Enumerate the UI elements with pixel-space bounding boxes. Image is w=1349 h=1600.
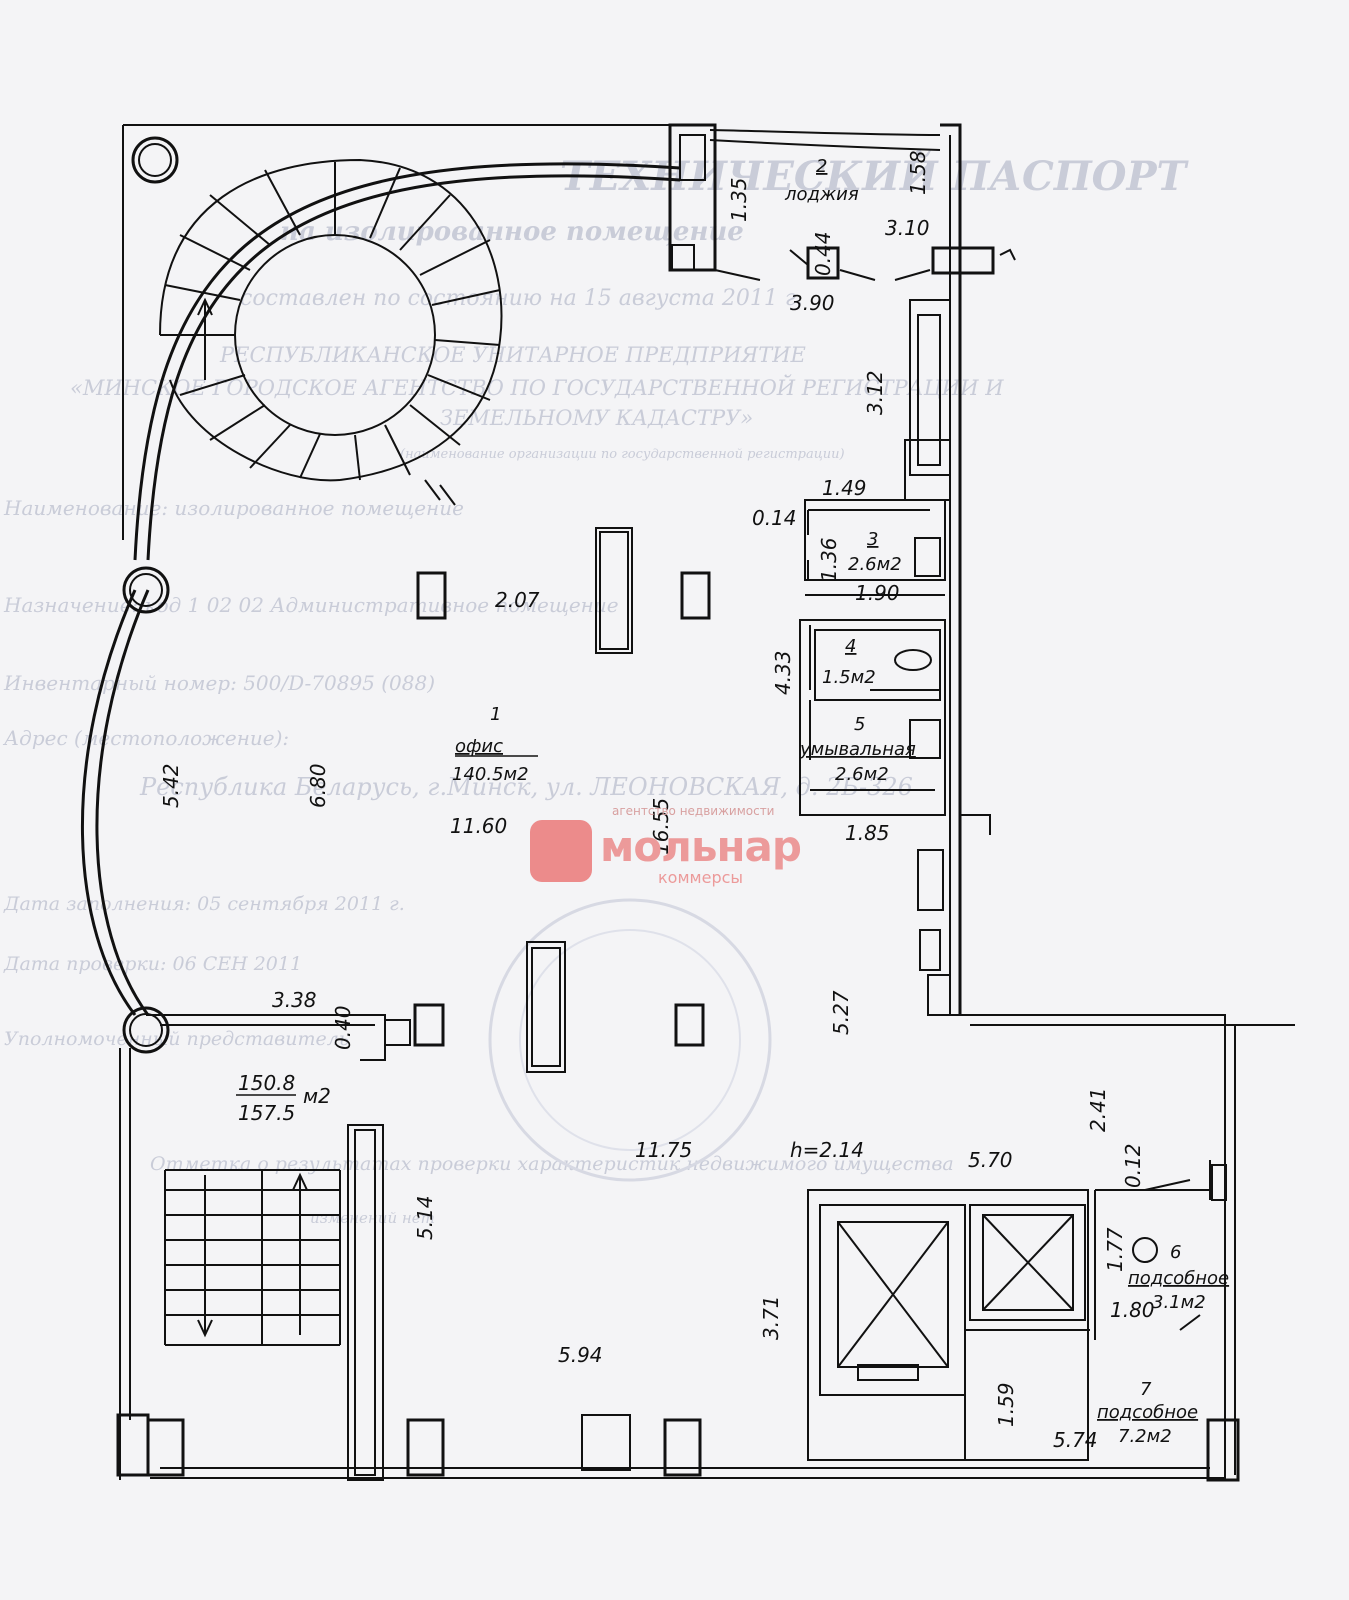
faded-line: Отметка о результатах проверки характери… [150,1153,954,1175]
faded-line: изменений нет [310,1209,435,1227]
total-area-net: 150.8 [238,1071,295,1095]
room-name: офис [455,736,503,757]
dim-label: 5.70 [968,1148,1013,1172]
dim-label: 1.36 [817,537,841,582]
faded-line: Наименование: изолированное помещение [3,496,464,520]
room-number: 4 [845,636,856,657]
dim-label: 5.42 [159,763,183,808]
faded-line: Инвентарный номер: 500/D-70895 (088) [3,671,435,695]
agency-watermark: агентство недвижимости мольнар коммерсы [530,804,820,888]
faded-line: составлен по состоянию на 15 августа 201… [240,286,803,311]
dim-label: 3.71 [759,1295,783,1340]
agency-logo-icon [530,820,592,882]
room-name: умывальная [799,739,916,760]
dim-label: 1.59 [994,1382,1018,1427]
room-labels: 2 лоджия 3 2.6м2 4 1.5м2 5 умывальная 2.… [236,156,1229,1447]
faded-line: Дата проверки: 06 СЕН 2011 [3,953,302,975]
faded-stamp [488,898,772,1182]
room-area: 3.1м2 [1152,1292,1206,1313]
faded-passport-text: ТЕХНИЧЕСКИЙ ПАСПОРТ на изолированное пом… [2,150,1190,1227]
room-name: подсобное [1128,1268,1229,1289]
dim-label: 5.27 [829,990,853,1035]
dim-label: h=2.14 [790,1138,864,1162]
faded-line: (наименование организации по государстве… [400,447,845,462]
dimension-labels: 1.35 1.58 3.10 0.44 3.90 3.12 1.49 0.14 … [159,150,1155,1452]
dim-label: 3.10 [885,216,930,240]
dim-label: 0.12 [1121,1143,1145,1188]
room-number: 5 [854,714,865,735]
dim-label: 1.77 [1103,1227,1127,1272]
dim-label: 5.14 [413,1195,437,1240]
faded-line: Уполномоченный представитель [4,1028,349,1050]
room-name: лоджия [784,184,859,205]
dim-label: 0.44 [811,231,835,276]
plan-linework [81,123,1295,1482]
faded-title: ТЕХНИЧЕСКИЙ ПАСПОРТ [560,150,1190,200]
faded-line: Дата заполнения: 05 сентября 2011 г. [3,893,405,915]
total-area-unit: м2 [303,1084,331,1108]
room-number: 3 [867,529,878,550]
faded-line: РЕСПУБЛИКАНСКОЕ УНИТАРНОЕ ПРЕДПРИЯТИЕ [219,343,806,367]
faded-line: «МИНСКОЕ ГОРОДСКОЕ АГЕНТСТВО ПО ГОСУДАРС… [70,375,1004,400]
faded-line: Республика Беларусь, г.Минск, ул. ЛЕОНОВ… [139,773,913,801]
dim-label: 11.60 [450,814,507,838]
dim-label: 2.07 [495,588,540,612]
room-number: 6 [1170,1242,1181,1263]
room-area: 2.6м2 [835,764,889,785]
dim-label: 3.12 [863,370,887,415]
room-number: 7 [1140,1379,1152,1400]
room-area: 2.6м2 [848,554,902,575]
faded-line: Назначение: код 1 02 02 Административное… [3,593,619,617]
dim-label: 16.55 [649,798,673,855]
dim-label: 11.75 [635,1138,692,1162]
dim-label: 3.90 [790,291,835,315]
watermark-brand: мольнар [600,822,802,871]
dim-label: 1.85 [845,821,890,845]
dim-label: 1.35 [727,177,751,222]
dim-label: 5.94 [558,1343,603,1367]
dim-label: 4.33 [771,650,795,695]
dim-label: 0.14 [752,506,797,530]
dim-label: 2.41 [1086,1087,1110,1132]
dim-label: 1.80 [1110,1298,1155,1322]
room-area: 140.5м2 [452,764,529,785]
faded-line: ЗЕМЕЛЬНОМУ КАДАСТРУ» [440,406,753,430]
room-number: 1 [490,704,501,725]
dim-label: 5.74 [1053,1428,1098,1452]
room-area: 7.2м2 [1118,1426,1172,1447]
dim-label: 3.38 [272,988,317,1012]
dim-label: 1.49 [822,476,867,500]
dim-label: 1.90 [855,581,900,605]
total-area-gross: 157.5 [238,1101,295,1125]
room-name: подсобное [1097,1402,1198,1423]
dim-label: 0.40 [331,1005,355,1050]
faded-line: на изолированное помещение [280,217,744,247]
watermark-tagline: агентство недвижимости [612,804,775,818]
faded-line: Адрес (местоположение): [2,726,289,750]
room-number: 2 [816,156,827,177]
dim-label: 1.58 [906,150,930,195]
room-area: 1.5м2 [822,667,876,688]
watermark-sub: коммерсы [658,868,744,887]
dim-label: 6.80 [306,763,330,808]
